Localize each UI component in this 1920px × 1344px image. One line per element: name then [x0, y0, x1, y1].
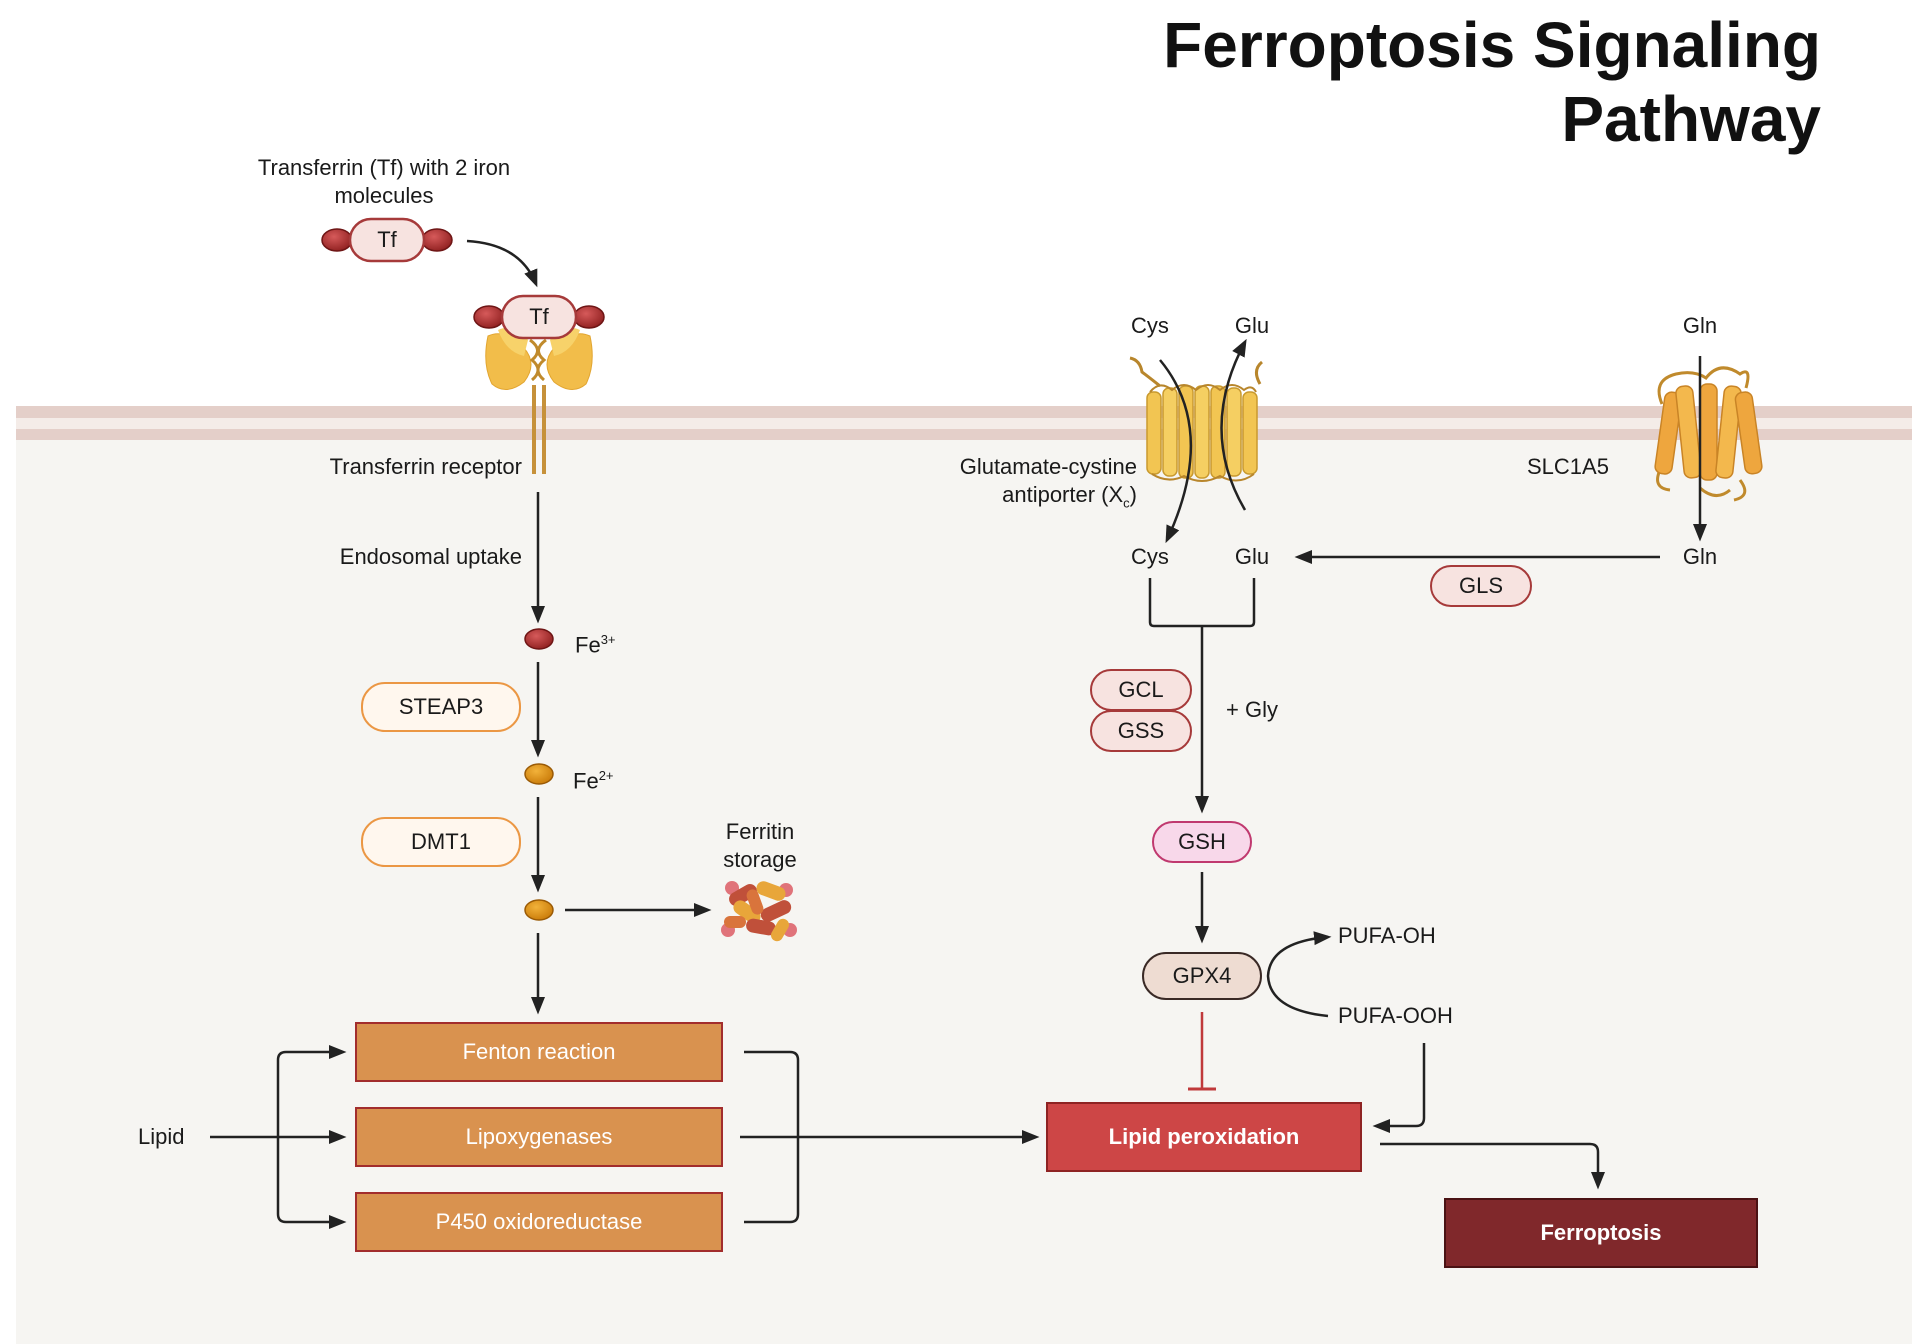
cys-intracellular: Cys — [1131, 544, 1169, 569]
endosomal-uptake-label: Endosomal uptake — [339, 544, 522, 569]
slc1a5-label: SLC1A5 — [1527, 454, 1609, 479]
glycine-label: + Gly — [1226, 697, 1278, 722]
lipoxygenases-box: Lipoxygenases — [355, 1107, 723, 1167]
pufa-oh-label: PUFA-OH — [1338, 923, 1436, 948]
transferrin-receptor — [473, 294, 605, 474]
antiporter-label: Glutamate-cystine antiporter (Xc) — [959, 454, 1137, 511]
page-title: Ferroptosis Signaling Pathway — [1163, 9, 1821, 155]
p450-oxidoreductase-box: P450 oxidoreductase — [355, 1192, 723, 1252]
fe2-label: Fe2+ — [573, 768, 614, 794]
ferritin-storage-label: Ferritin storage — [723, 819, 797, 872]
transferrin-caption: Transferrin (Tf) with 2 iron molecules — [257, 155, 511, 208]
gcl-node: GCL — [1090, 669, 1192, 711]
cytoplasm-background — [16, 425, 1912, 1344]
tf-bound-label: Tf — [529, 304, 549, 329]
plasma-membrane — [16, 406, 1912, 440]
dmt1-node: DMT1 — [361, 817, 521, 867]
transferrin-free — [321, 217, 453, 263]
glu-intracellular: Glu — [1234, 544, 1270, 569]
gsh-node: GSH — [1152, 821, 1252, 863]
fenton-reaction-box: Fenton reaction — [355, 1022, 723, 1082]
ferroptosis-box: Ferroptosis — [1444, 1198, 1758, 1268]
lipid-peroxidation-box: Lipid peroxidation — [1046, 1102, 1362, 1172]
pufa-ooh-label: PUFA-OOH — [1338, 1003, 1453, 1028]
ferritin-cluster — [721, 881, 797, 942]
gln-intracellular: Gln — [1682, 544, 1718, 569]
cys-extracellular: Cys — [1131, 313, 1169, 338]
gpx4-node: GPX4 — [1142, 952, 1262, 1000]
fe3-ion — [524, 628, 554, 650]
gls-node: GLS — [1430, 565, 1532, 607]
gln-extracellular: Gln — [1682, 313, 1718, 338]
steap3-node: STEAP3 — [361, 682, 521, 732]
gss-node: GSS — [1090, 710, 1192, 752]
glu-extracellular: Glu — [1234, 313, 1270, 338]
fe3-label: Fe3+ — [575, 632, 616, 658]
lipid-label: Lipid — [138, 1124, 185, 1149]
fe-ion-labile — [524, 899, 554, 921]
transferrin-receptor-label: Transferrin receptor — [329, 454, 522, 479]
tf-label: Tf — [377, 227, 397, 252]
fe2-ion — [524, 763, 554, 785]
slc1a5-transporter — [1654, 366, 1763, 502]
